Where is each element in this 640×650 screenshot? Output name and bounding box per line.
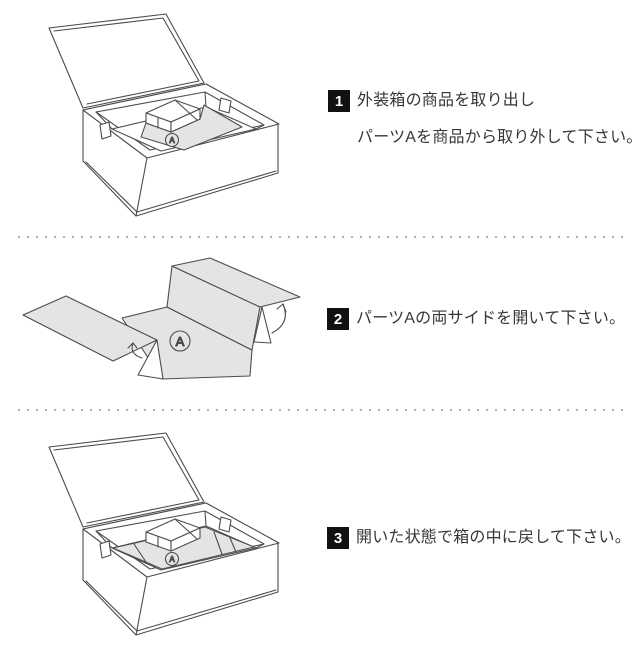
step3-caption-line1: 3 開いた状態で箱の中に戻して下さい。 <box>327 527 631 549</box>
step1-text-line2: パーツAを商品から取り外して下さい。 <box>357 129 640 146</box>
part-a-insert-closed: A <box>140 99 243 151</box>
box-lid <box>48 432 205 528</box>
part-a-insert-opened: A <box>112 518 255 570</box>
step1-open-box-illustration: A <box>48 13 280 217</box>
step3-text-line1: 開いた状態で箱の中に戻して下さい。 <box>356 529 631 546</box>
part-a-circle-label <box>164 132 180 148</box>
part-a-right-gusset <box>253 306 272 344</box>
step1-number-badge: 1 <box>328 90 350 112</box>
open-direction-arrow-right-icon <box>271 303 287 334</box>
step1-caption-line2: パーツAを商品から取り外して下さい。 <box>357 127 640 149</box>
dotted-separator-2 <box>18 409 627 411</box>
open-direction-arrow-left-icon <box>127 342 143 359</box>
part-a-circle-label <box>164 551 180 567</box>
step2-text-line1: パーツAの両サイドを開いて下さい。 <box>356 310 626 327</box>
step2-number-badge: 2 <box>327 308 349 330</box>
step2-part-a-unfolded-illustration: A <box>22 257 301 380</box>
part-a-circle-label: A <box>169 330 191 352</box>
box-lid <box>48 13 205 109</box>
step3-number-badge: 3 <box>327 527 349 549</box>
part-a-left-gusset <box>137 339 164 380</box>
step1-text-line1: 外装箱の商品を取り出し <box>357 92 536 109</box>
step1-caption-line1: 1 外装箱の商品を取り出し <box>328 90 535 112</box>
part-a-letter: A <box>169 555 175 564</box>
part-a-letter: A <box>176 334 185 349</box>
part-a-letter: A <box>169 136 175 145</box>
part-a-right-top-flap <box>171 257 301 308</box>
step3-open-box-illustration: A <box>48 432 280 636</box>
part-a-unfolded <box>22 257 301 380</box>
step2-caption-line1: 2 パーツAの両サイドを開いて下さい。 <box>327 308 625 330</box>
dotted-separator-1 <box>18 236 627 238</box>
